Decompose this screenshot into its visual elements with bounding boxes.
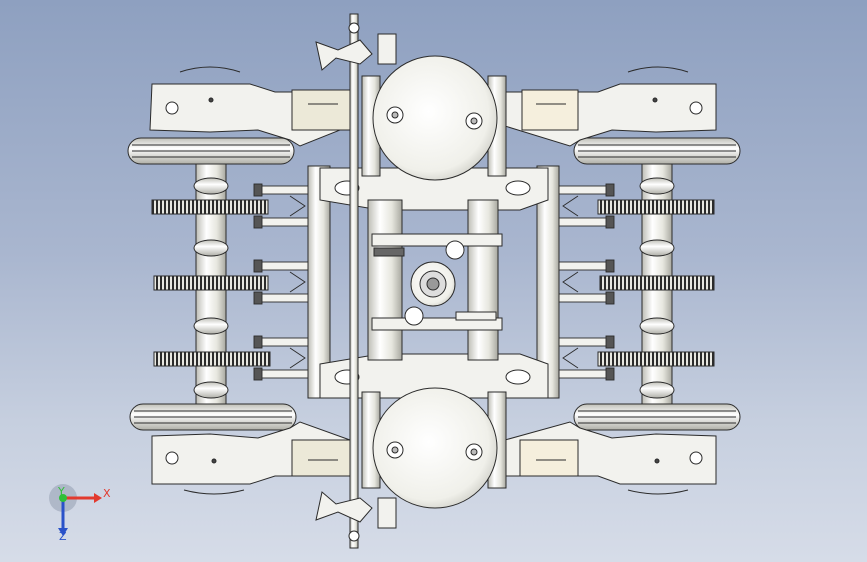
y-axis-label: Y [58,485,65,498]
frame-tube-left [307,165,331,399]
air-spring-bottom [361,387,507,509]
right-brake-disc-3 [597,351,715,367]
bogie-frame [307,165,560,399]
left-wheel-bottom [129,403,297,431]
x-axis-label: X [103,487,111,500]
air-spring-top [361,55,507,181]
z-axis-label: Z [59,530,67,543]
traction-rod [315,13,397,549]
right-brake-disc-2 [599,275,715,291]
brake-calipers-left [253,183,329,381]
brake-calipers-right [539,183,615,381]
right-wheel-top [573,137,741,165]
y-axis-dot [59,494,67,502]
right-brake-disc-1 [597,199,715,215]
side-frame-top [149,66,717,147]
right-wheel-bottom [573,403,741,431]
right-wheelset [573,137,741,431]
left-wheel-top [127,137,295,165]
side-frame-bottom [151,421,717,495]
axis-triad [49,484,102,536]
left-brake-disc-3 [153,351,271,367]
center-drive-assembly [367,199,503,361]
left-brake-disc-1 [151,199,269,215]
left-wheelset [127,137,297,431]
left-brake-disc-2 [153,275,269,291]
